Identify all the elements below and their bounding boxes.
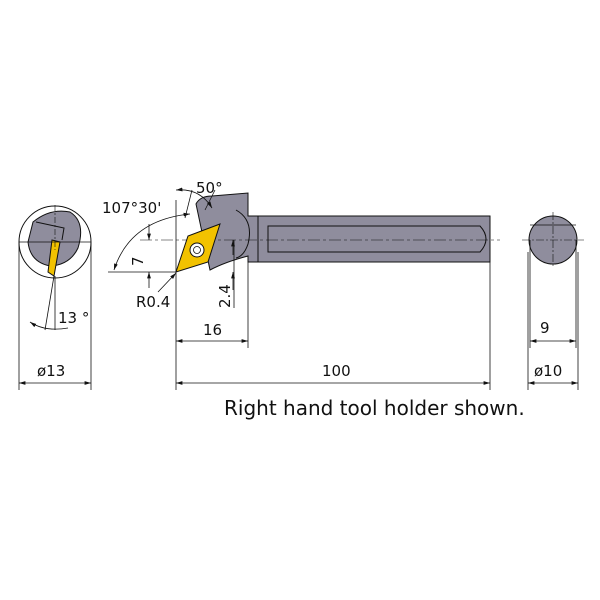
min-bore-label: ø13 [37, 362, 65, 380]
clearance-angle-label: 13 ° [58, 309, 89, 327]
corner-radius-label: R0.4 [136, 293, 170, 311]
lead-angle-label: 50° [196, 179, 223, 197]
overall-length-label: 100 [322, 362, 351, 380]
rear-end-view: 9 ø10 [522, 212, 584, 390]
flat-dim-label: 9 [540, 319, 550, 337]
height-dim-label: 7 [129, 256, 147, 266]
screw-icon [189, 242, 205, 258]
head-length-label: 16 [203, 321, 222, 339]
front-end-view: 13 ° ø13 [18, 205, 92, 390]
caption: Right hand tool holder shown. [224, 396, 525, 420]
offset-dim-label: 2.4 [216, 284, 234, 308]
shank-diameter-label: ø10 [534, 362, 562, 380]
approach-angle-label: 107°30' [102, 199, 161, 217]
side-view: 50° 107°30' 7 R0.4 2.4 16 100 [102, 179, 500, 390]
